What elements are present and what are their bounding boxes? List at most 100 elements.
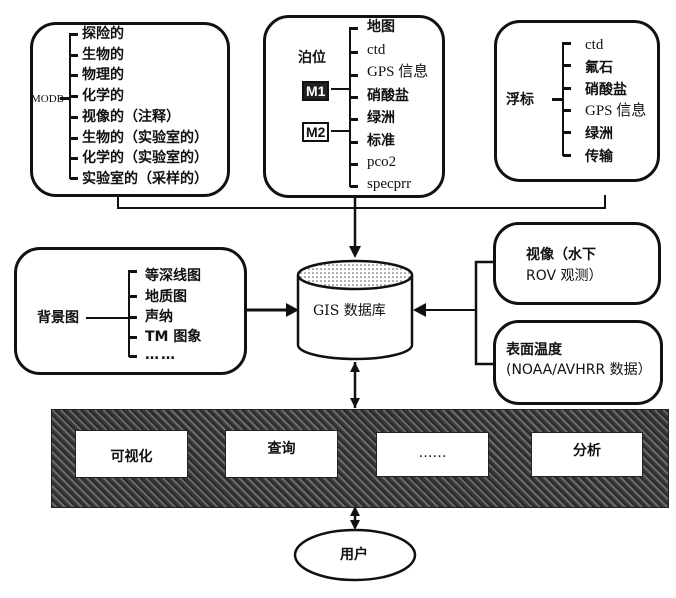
background-stem: [86, 317, 128, 319]
m1-badge: M1: [302, 81, 330, 101]
arrow-up-db: [350, 362, 360, 372]
mooring-tick: [350, 27, 358, 30]
modb-tick: [70, 33, 78, 36]
background-item: 地质图: [145, 289, 187, 305]
buoy-tick: [563, 131, 571, 134]
background-tick: [129, 336, 137, 339]
modb-bracket: [69, 33, 71, 179]
function-label: 分析: [573, 443, 601, 459]
background-tick: [129, 316, 137, 319]
arrow-into-db-top: [349, 246, 361, 258]
function-label: 查询: [267, 441, 296, 457]
function-analysis[interactable]: 分析: [531, 432, 643, 477]
modb-tick: [70, 54, 78, 57]
buoy-label: 浮标: [506, 92, 534, 108]
buoy-tick: [563, 109, 571, 112]
buoy-item: 绿洲: [585, 126, 613, 142]
user-label: 用户: [340, 547, 368, 563]
database-label: GIS 数据库: [313, 303, 386, 319]
arrow-down-user: [350, 520, 360, 530]
sst-line1: 表面温度: [506, 342, 562, 358]
modb-tick: [70, 74, 78, 77]
background-label: 背景图: [37, 310, 79, 326]
mooring-bracket: [349, 27, 351, 187]
function-visualization[interactable]: 可视化: [75, 430, 188, 478]
modb-tick: [70, 116, 78, 119]
buoy-tick: [563, 87, 571, 90]
arrow-down-band: [350, 398, 360, 408]
modb-stem: [60, 97, 70, 100]
mooring-item: 绿洲: [367, 110, 395, 126]
function-more[interactable]: ……: [376, 432, 489, 477]
mooring-tick: [350, 141, 358, 144]
background-item: 声纳: [145, 309, 173, 325]
mooring-item: 标准: [367, 133, 395, 149]
sst-box: [493, 320, 663, 405]
modb-item: 生物的（实验室的）: [82, 130, 208, 146]
mooring-item: pco2: [367, 154, 397, 170]
buoy-box: [494, 20, 660, 182]
database-top: [296, 259, 414, 291]
mooring-item: ctd: [367, 42, 386, 58]
video-line2: ROV 观测）: [526, 268, 603, 284]
mooring-item: 地图: [367, 19, 395, 35]
function-query[interactable]: 查询: [225, 430, 338, 478]
modb-tick: [70, 177, 78, 180]
background-tick: [129, 355, 137, 358]
modb-item: 探险的: [82, 26, 124, 42]
mooring-tick: [350, 185, 358, 188]
background-tick: [129, 295, 137, 298]
sst-line2: (NOAA/AVHRR 数据）: [506, 362, 652, 378]
modb-item: 视像的（注释）: [82, 109, 180, 125]
modb-item: 生物的: [82, 47, 124, 63]
modb-item: 实验室的（采样的）: [82, 171, 208, 187]
buoy-tick: [563, 42, 571, 45]
modb-tick: [70, 137, 78, 140]
mooring-item: GPS 信息: [367, 64, 429, 80]
background-tick: [129, 270, 137, 273]
mooring-item: specprr: [367, 176, 412, 192]
connector-right: [474, 260, 493, 366]
video-box: [493, 222, 661, 305]
modb-tick: [70, 157, 78, 160]
buoy-item: 硝酸盐: [585, 82, 627, 98]
arrow-up-band: [350, 506, 360, 516]
buoy-item: GPS 信息: [585, 103, 647, 119]
modb-item: 物理的: [82, 67, 124, 83]
arrow-into-db-left: [286, 303, 299, 317]
user-ellipse: [293, 528, 417, 582]
mooring-tick: [350, 118, 358, 121]
modb-tick: [70, 95, 78, 98]
mooring-tick: [350, 74, 358, 77]
function-label: 可视化: [110, 449, 153, 465]
mooring-label: 泊位: [298, 50, 326, 66]
buoy-tick: [563, 154, 571, 157]
video-line1: 视像（水下: [526, 247, 596, 263]
buoy-stem: [552, 98, 562, 101]
m1-connector: [331, 88, 349, 90]
connector-modb: [117, 195, 606, 209]
background-item: 等深线图: [145, 268, 201, 284]
buoy-item: 传输: [585, 149, 613, 165]
mooring-tick: [350, 51, 358, 54]
mooring-tick: [350, 163, 358, 166]
mooring-item: 硝酸盐: [367, 88, 409, 104]
background-bracket: [128, 270, 130, 357]
background-item: TM 图象: [145, 329, 202, 345]
database-cylinder: [296, 275, 414, 361]
function-label: ……: [418, 445, 447, 461]
background-box: [14, 247, 247, 375]
modb-box: [30, 22, 230, 197]
m2-connector: [331, 130, 349, 132]
m2-badge: M2: [302, 122, 330, 142]
modb-item: 化学的: [82, 88, 124, 104]
mooring-tick: [350, 96, 358, 99]
buoy-item: ctd: [585, 37, 604, 53]
buoy-item: 氟石: [585, 60, 613, 76]
buoy-tick: [563, 64, 571, 67]
mooring-box: [263, 15, 445, 198]
background-item: ……: [145, 347, 177, 363]
modb-label: MODB: [31, 93, 65, 105]
arrow-into-db-right: [413, 303, 426, 317]
